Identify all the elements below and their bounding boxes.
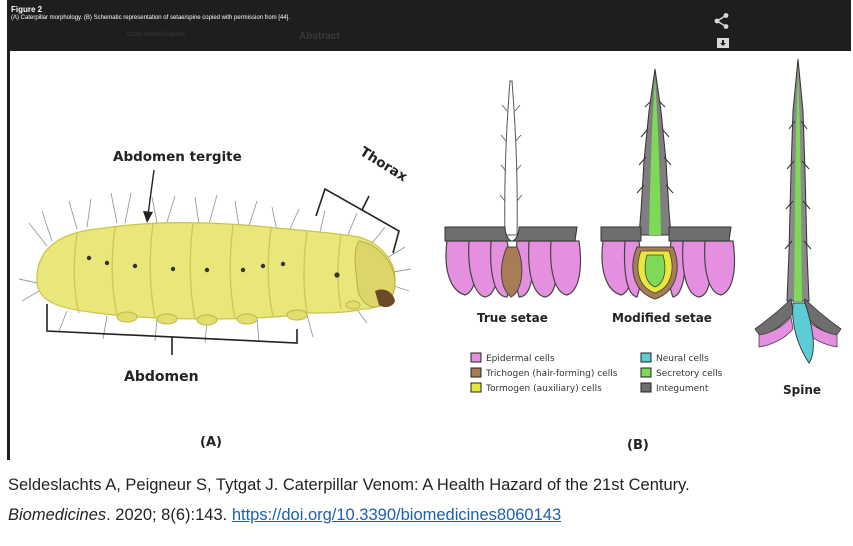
figure-caption: (A) Caterpillar morphology. (B) Schemati…	[11, 15, 291, 21]
figure-header-bar: Figure 2 (A) Caterpillar morphology. (B)…	[7, 0, 851, 51]
modified-setae-diagram	[600, 68, 736, 300]
figure-label: Figure 2	[11, 5, 43, 14]
legend-swatch	[470, 367, 482, 378]
spine-diagram	[754, 58, 842, 364]
abdomen-tergite-pointer	[143, 169, 155, 223]
legend-label: Neural cells	[656, 354, 709, 364]
background-reprints-text: Cross Notice Reprints	[127, 32, 186, 38]
legend-swatch	[640, 352, 652, 363]
panel-a-label: (A)	[200, 435, 222, 450]
true-setae-diagram	[444, 80, 582, 298]
citation-doi-link[interactable]: https://doi.org/10.3390/biomedicines8060…	[231, 506, 562, 524]
legend-swatch	[640, 382, 652, 393]
legend-swatch	[470, 382, 482, 393]
figure-left-border	[7, 51, 10, 460]
figure-frame: Figure 2 (A) Caterpillar morphology. (B)…	[7, 0, 851, 460]
legend-label: Tormogen (auxiliary) cells	[485, 384, 602, 394]
citation-details: . 2020; 8(6):143.	[106, 506, 232, 524]
modified-setae-label: Modified setae	[612, 311, 712, 325]
legend-label: Trichogen (hair-forming) cells	[485, 369, 618, 379]
abdomen-label: Abdomen	[124, 369, 199, 385]
legend-swatch	[640, 367, 652, 378]
legend-label: Integument	[656, 384, 709, 394]
download-icon[interactable]	[717, 38, 729, 48]
abdomen-bracket	[46, 304, 298, 355]
panel-b-label: (B)	[627, 438, 649, 453]
abdomen-tergite-label: Abdomen tergite	[113, 149, 242, 165]
citation-authors-title: Seldeslachts A, Peigneur S, Tytgat J. Ca…	[8, 476, 690, 494]
true-setae-label: True setae	[477, 311, 548, 325]
caterpillar-illustration	[18, 192, 412, 344]
citation-block: Seldeslachts A, Peigneur S, Tytgat J. Ca…	[8, 470, 848, 530]
citation-journal: Biomedicines	[8, 506, 107, 524]
thorax-bracket	[315, 187, 400, 254]
citation-source-line: Biomedicines. 2020; 8(6):143. https://do…	[8, 500, 848, 530]
legend-label: Epidermal cells	[486, 354, 555, 364]
background-abstract-tab: Abstract	[299, 31, 340, 42]
thorax-label: Thorax	[357, 144, 410, 186]
figure-image: Abdomen tergite Thorax Abdomen (A)	[18, 58, 842, 453]
legend-swatch	[470, 352, 482, 363]
spine-label: Spine	[783, 383, 821, 397]
share-icon[interactable]	[713, 12, 731, 30]
legend-label: Secretory cells	[656, 369, 723, 379]
